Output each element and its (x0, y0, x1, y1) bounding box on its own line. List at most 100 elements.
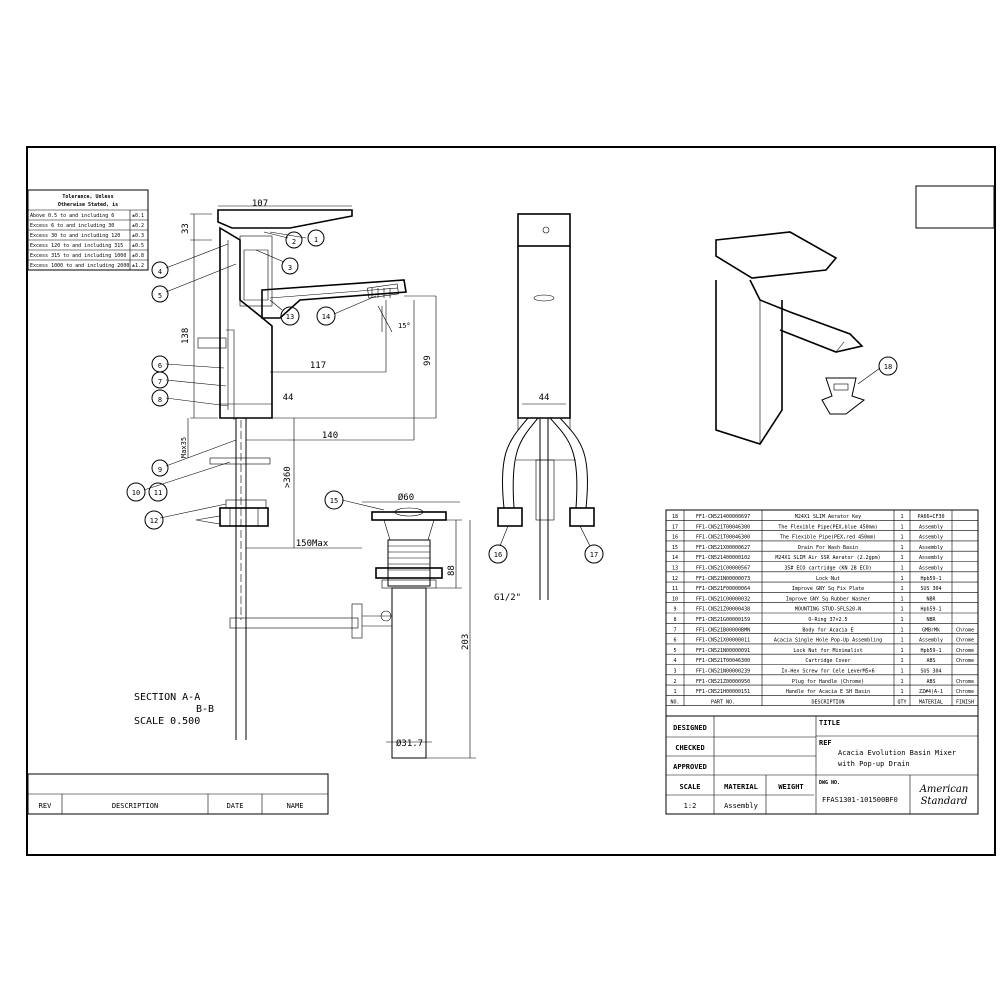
parts-cell-qty: 1 (900, 679, 903, 685)
balloon-label: 11 (154, 489, 162, 497)
balloon (151, 389, 169, 407)
parts-cell-desc: Acacia Single Hole Pop-Up Assembling (774, 638, 882, 644)
parts-cell-fin: Chrome (956, 658, 974, 664)
parts-cell-part: FF1-CN521Z00000438 (696, 607, 750, 613)
parts-cell-fin: FINISH (956, 699, 974, 705)
balloon (151, 285, 169, 303)
section-line2: B-B (196, 704, 214, 715)
parts-cell-mat: NBR (926, 596, 936, 602)
parts-cell-no: 14 (672, 555, 678, 561)
balloon-label: 18 (884, 363, 892, 371)
parts-cell-mat: Assembly (919, 566, 943, 572)
title-block (665, 715, 979, 815)
parts-cell-part: FF1-CN521T00046300 (696, 524, 750, 530)
balloon (151, 371, 169, 389)
parts-cell-desc: The Flexible Pipe(PEX,red 450mm) (780, 535, 876, 541)
parts-cell-part: FF1-CN521N00000091 (696, 648, 750, 654)
parts-cell-mat: Assembly (919, 545, 943, 551)
parts-cell-qty: 1 (900, 689, 903, 695)
parts-cell-desc: Drain For Wash Basin (798, 545, 858, 551)
parts-cell-qty: 1 (900, 545, 903, 551)
balloon-label: 16 (494, 551, 502, 559)
tolerance-row-value: ±0.8 (132, 253, 144, 259)
parts-cell-desc: Improve GNY Sq Rubber Washer (786, 596, 870, 602)
material-label: MATERIAL (724, 783, 758, 791)
parts-cell-mat: PA66+CF30 (917, 514, 944, 520)
parts-cell-mat: MATERIAL (919, 699, 943, 705)
parts-cell-no: 18 (672, 514, 678, 520)
parts-cell-qty: 1 (900, 607, 903, 613)
dim-360: >360 (283, 466, 293, 488)
parts-cell-part: FF1-CN521G00000159 (696, 617, 750, 623)
tolerance-title: Tolerance, Unless (62, 194, 113, 200)
parts-cell-qty: 1 (900, 596, 903, 602)
parts-cell-desc: DESCRIPTION (811, 699, 844, 705)
parts-cell-mat: Assembly (919, 555, 943, 561)
rev-header: REV (39, 802, 52, 810)
scale-label: SCALE (679, 783, 700, 791)
balloon (151, 459, 169, 477)
isometric-faucet (715, 231, 866, 445)
parts-cell-desc: Handle for Acacia E SH Basin (786, 689, 870, 695)
dim-117: 117 (310, 361, 326, 371)
weight-label: WEIGHT (778, 783, 803, 791)
revision-block (27, 773, 329, 815)
drawing-title-line1: Acacia Evolution Basin Mixer (838, 749, 956, 757)
parts-cell-no: 13 (672, 566, 678, 572)
parts-cell-part: FF1-CN521C00000032 (696, 596, 750, 602)
balloon-label: 1 (314, 236, 318, 244)
balloon-label: 6 (158, 362, 162, 370)
approved-label: APPROVED (673, 763, 707, 771)
balloon-label: 10 (132, 489, 140, 497)
dim-60: Ø60 (398, 492, 414, 503)
parts-cell-part: FF1-CN521400000697 (696, 514, 750, 520)
parts-cell-qty: 1 (900, 669, 903, 675)
balloon (280, 306, 300, 326)
dwg-label: DWG NO. (819, 780, 840, 786)
parts-cell-no: 4 (673, 658, 676, 664)
tolerance-row-value: ±0.5 (132, 243, 144, 249)
balloon (281, 257, 299, 275)
parts-cell-no: NO. (670, 699, 679, 705)
balloon-label: 9 (158, 466, 162, 474)
parts-cell-mat: NBR (926, 617, 936, 623)
tolerance-row-value: ±1.2 (132, 263, 144, 269)
parts-cell-no: 8 (673, 617, 676, 623)
dim-107: 107 (252, 199, 268, 209)
balloon (307, 229, 325, 247)
drawing-sheet (26, 146, 996, 856)
parts-cell-fin: Chrome (956, 679, 974, 685)
dim-max35: Max35 (180, 437, 188, 458)
parts-cell-qty: 1 (900, 576, 903, 582)
title-label: TITLE (819, 719, 840, 727)
balloon (324, 490, 344, 510)
parts-cell-mat: Assembly (919, 535, 943, 541)
parts-cell-qty: 1 (900, 638, 903, 644)
designed-label: DESIGNED (673, 724, 707, 732)
dim-44-front: 44 (539, 393, 550, 403)
balloon (144, 510, 164, 530)
brand-logo: American Standard (919, 784, 969, 807)
parts-cell-no: 5 (673, 648, 676, 654)
tolerance-row-label: Above 0.5 to and including 6 (30, 213, 114, 219)
parts-cell-mat: ABS (926, 679, 935, 685)
parts-cell-mat: Hpb59-1 (920, 607, 941, 613)
parts-cell-mat: ABS (926, 658, 935, 664)
parts-cell-mat: Assembly (919, 524, 943, 530)
balloon (126, 482, 146, 502)
rev-description-header: DESCRIPTION (112, 802, 158, 810)
tolerance-table: Tolerance, Unless Otherwise Stated, is A… (27, 189, 149, 271)
parts-cell-part: FF1-CN521X00000011 (696, 638, 750, 644)
balloon (488, 544, 508, 564)
parts-cell-part: FF1-CN521C00000567 (696, 566, 750, 572)
parts-cell-qty: 1 (900, 658, 903, 664)
section-line3: SCALE 0.500 (134, 716, 200, 727)
section-line1: SECTION A-A (134, 692, 200, 703)
parts-cell-mat: Hpb59-1 (920, 576, 941, 582)
parts-cell-no: 10 (672, 596, 678, 602)
balloon-label: 7 (158, 378, 162, 386)
